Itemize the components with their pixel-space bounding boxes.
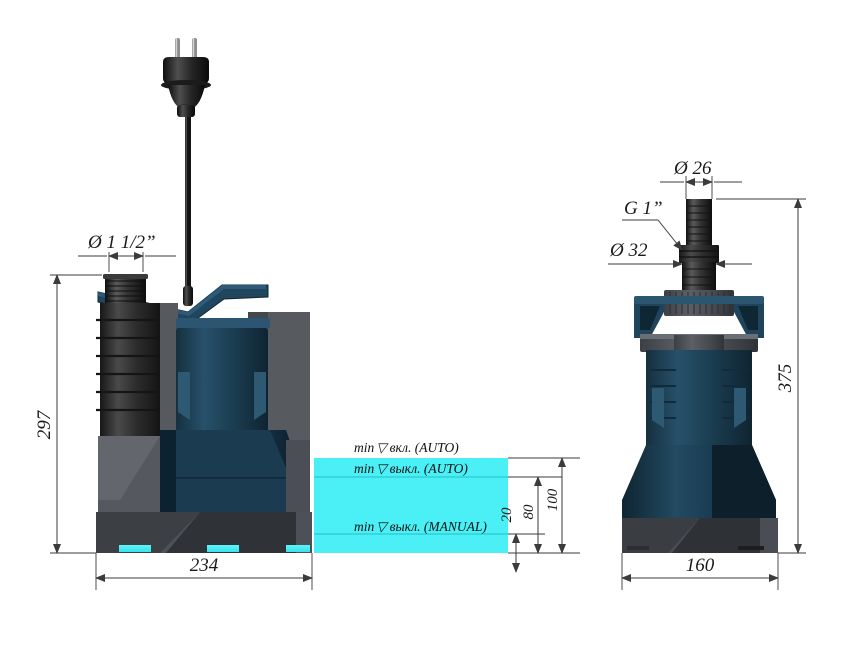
base-front-view bbox=[622, 518, 778, 553]
motor-housing-cap bbox=[176, 318, 270, 328]
intake-column bbox=[96, 303, 178, 436]
adapter32-ribs bbox=[682, 268, 716, 286]
level-text-2: выкл. (AUTO) bbox=[390, 461, 469, 476]
pump-base bbox=[96, 512, 312, 553]
adapter-32 bbox=[682, 262, 716, 292]
motor-housing bbox=[160, 318, 300, 530]
body-front bbox=[622, 350, 776, 545]
base-front-center bbox=[672, 518, 760, 553]
adapter-ring bbox=[679, 245, 719, 263]
plug-neck bbox=[177, 105, 195, 117]
base-front-foot-right bbox=[738, 546, 764, 550]
level-prefix-1: min bbox=[354, 440, 375, 455]
level-label-auto-on: min▽вкл. (AUTO) bbox=[354, 440, 459, 455]
right-pump-assembly bbox=[622, 199, 778, 553]
water-level-labels: min▽вкл. (AUTO) min▽выкл. (AUTO) min▽вык… bbox=[354, 440, 487, 534]
side-flanks bbox=[98, 436, 310, 530]
dim-width-right: 160 bbox=[621, 553, 779, 590]
plug-pin-right-gloss bbox=[192, 38, 195, 60]
strut-front-right bbox=[734, 388, 746, 428]
dim-hose-diameter: Ø 26 bbox=[660, 158, 742, 199]
dim-label-width-right: 160 bbox=[686, 555, 715, 576]
base-bevel bbox=[96, 512, 200, 553]
hose-barb-ribs bbox=[686, 205, 712, 242]
dim-height-left: 297 bbox=[34, 274, 102, 554]
dim-adapter-diameter: Ø 32 bbox=[608, 240, 752, 268]
level-symbol-1: ▽ bbox=[376, 440, 389, 455]
dim-label-80: 80 bbox=[521, 504, 537, 520]
port-threads bbox=[105, 280, 146, 302]
base-front-foot-left bbox=[627, 546, 649, 550]
level-prefix-2: min bbox=[354, 461, 375, 476]
power-cable bbox=[183, 110, 193, 306]
dim-label-adapter-diameter: Ø 32 bbox=[609, 240, 648, 261]
motor-housing-upper bbox=[176, 322, 268, 442]
intake-struts bbox=[178, 372, 266, 420]
hose-barb bbox=[686, 199, 712, 247]
thread-adapter bbox=[679, 245, 719, 263]
plug-face bbox=[163, 57, 209, 84]
base-front bbox=[166, 512, 296, 553]
dim-label-20: 20 bbox=[499, 507, 515, 523]
dim-label-height-right: 375 bbox=[775, 364, 796, 394]
dim-height-right: 375 bbox=[716, 198, 806, 554]
dim-label-100: 100 bbox=[545, 488, 561, 511]
base-front-bevel bbox=[622, 518, 700, 553]
handle-hole-left bbox=[640, 306, 660, 330]
level-label-manual-off: min▽выкл. (MANUAL) bbox=[354, 519, 487, 534]
motor-housing-lower-front bbox=[176, 430, 286, 530]
water-body bbox=[314, 458, 508, 553]
plug-body bbox=[168, 85, 205, 108]
water-level-dimensions: 20 80 100 bbox=[499, 457, 580, 573]
level-text-1: вкл. (AUTO) bbox=[390, 440, 460, 455]
flank-left-bevel bbox=[98, 436, 160, 500]
outlet-port bbox=[103, 274, 148, 305]
body-upper bbox=[646, 350, 752, 445]
flank-right bbox=[286, 440, 310, 530]
dim-width-left: 234 bbox=[95, 553, 313, 590]
hose-barb-body bbox=[686, 199, 712, 247]
plug-pin-left-gloss bbox=[175, 38, 178, 60]
handle-top-rail bbox=[634, 296, 764, 304]
cable-grommet bbox=[183, 286, 193, 306]
water-region bbox=[314, 458, 508, 553]
level-prefix-3: min bbox=[354, 519, 375, 534]
leader-slant bbox=[657, 219, 683, 251]
left-pump-assembly bbox=[96, 38, 312, 553]
intake-column-side bbox=[160, 303, 178, 436]
base-foot-mid bbox=[207, 545, 239, 552]
housing-left-shadow bbox=[160, 430, 176, 530]
power-plug bbox=[161, 38, 211, 117]
dim-label-port-diameter: Ø 1 1/2” bbox=[87, 232, 156, 253]
dim-label-height-left: 297 bbox=[34, 409, 55, 439]
strut-right bbox=[254, 372, 266, 420]
strut-left bbox=[178, 372, 190, 420]
dim-port-diameter-left: Ø 1 1/2” bbox=[78, 232, 176, 272]
level-symbol-3: ▽ bbox=[376, 519, 389, 534]
base-foot-right bbox=[286, 545, 310, 552]
dim-thread-g1: G 1” bbox=[622, 198, 683, 251]
handle-arms bbox=[634, 296, 764, 338]
intake-column-body bbox=[100, 303, 160, 436]
port-top-lip bbox=[103, 274, 148, 279]
level-label-auto-off: min▽выкл. (AUTO) bbox=[354, 461, 468, 476]
dim-label-hose-diameter: Ø 26 bbox=[673, 158, 712, 179]
base-foot-left bbox=[119, 545, 151, 552]
level-text-3: выкл. (MANUAL) bbox=[390, 519, 488, 534]
dim-label-thread: G 1” bbox=[624, 198, 663, 219]
handle-hole-right bbox=[738, 306, 758, 330]
level-symbol-2: ▽ bbox=[376, 461, 389, 476]
dim-label-width-left: 234 bbox=[190, 555, 219, 576]
strut-front-left bbox=[652, 388, 664, 428]
